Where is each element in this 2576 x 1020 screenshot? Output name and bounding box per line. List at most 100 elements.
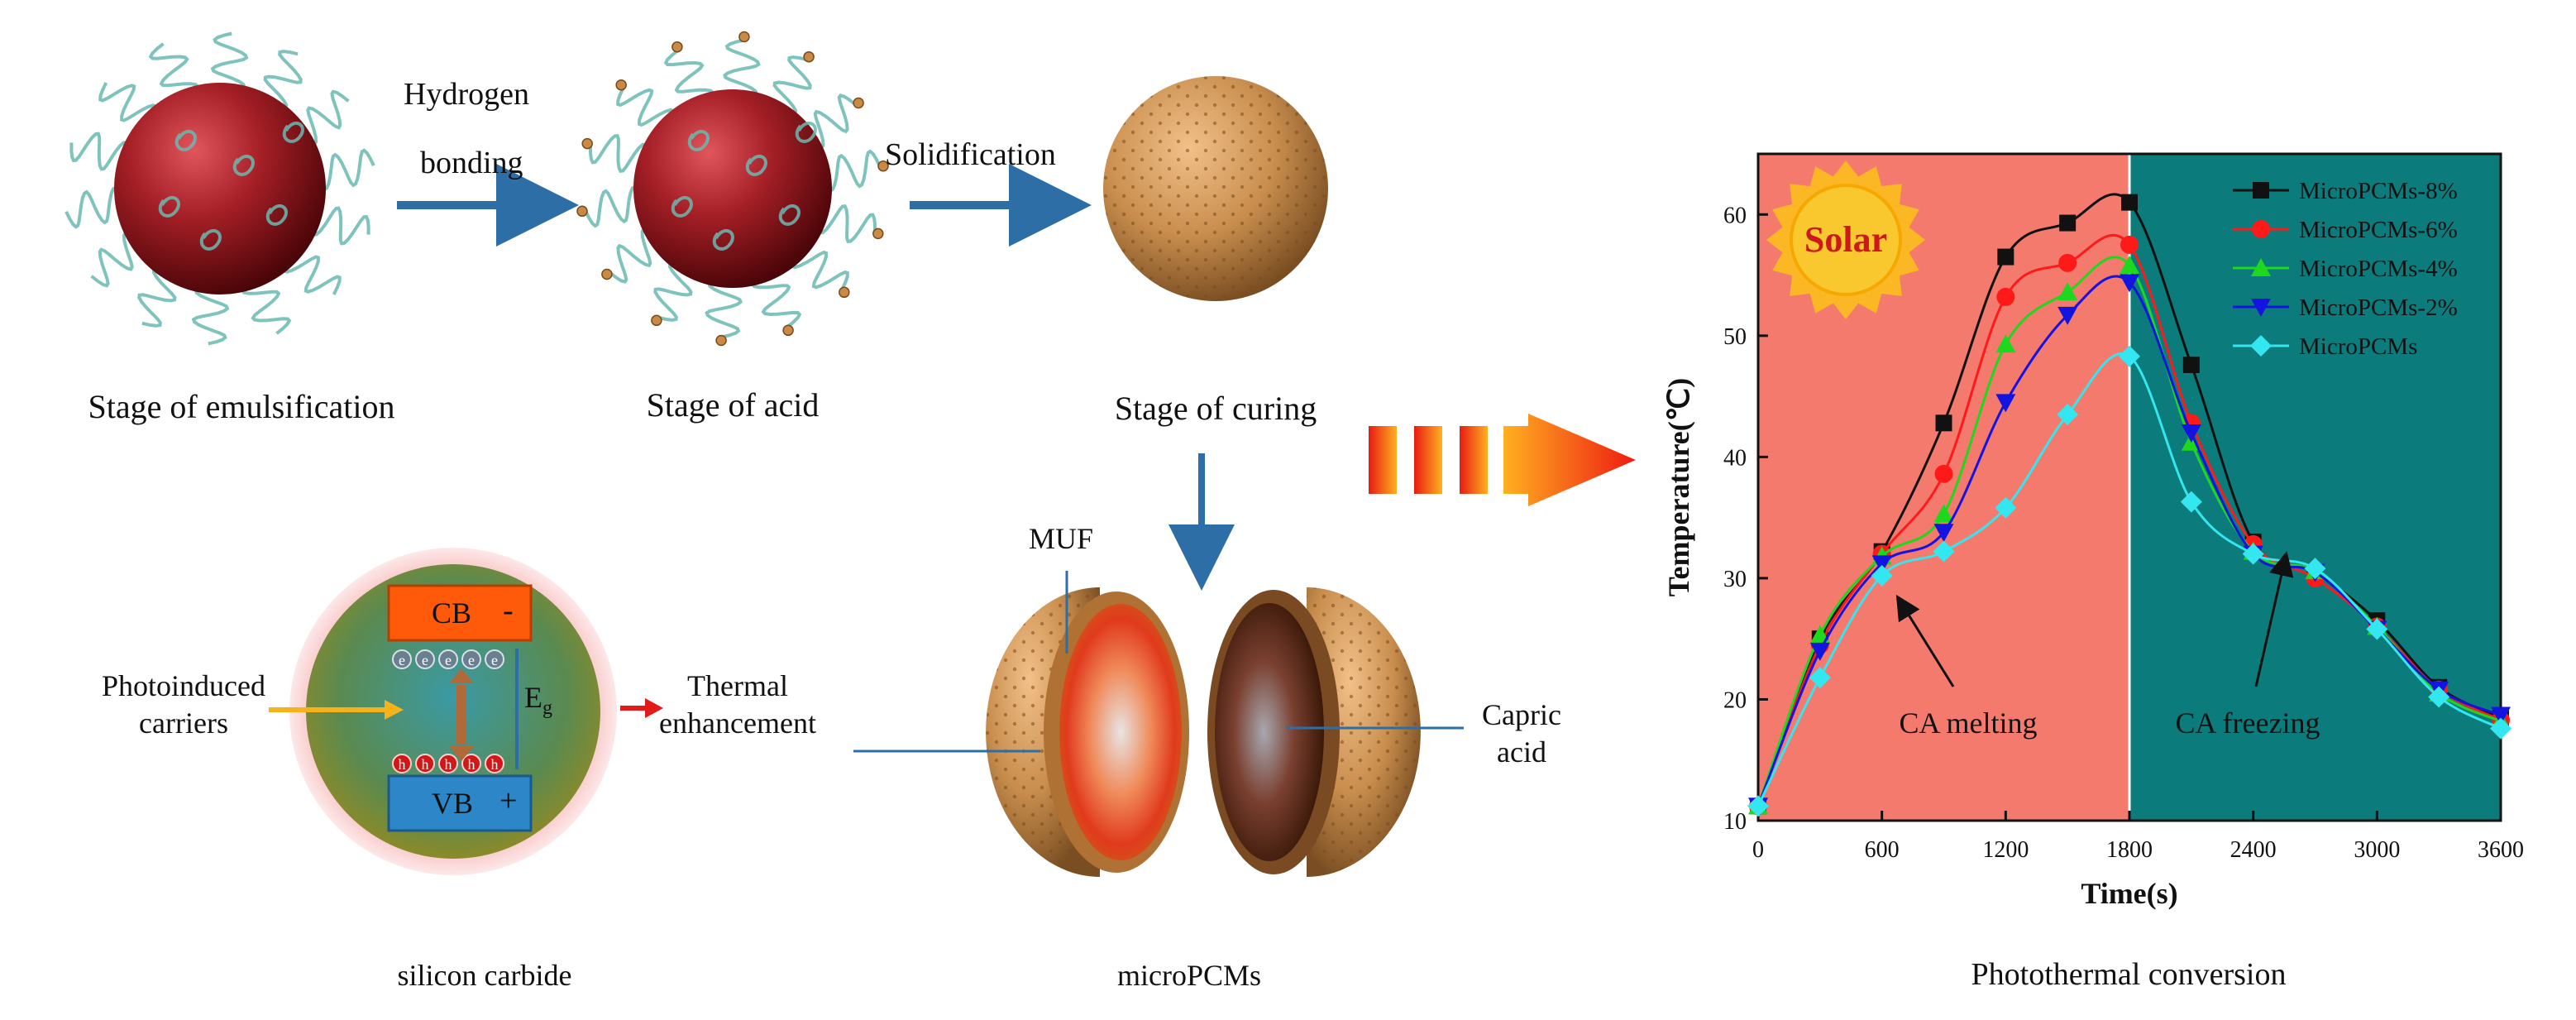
- solar-label: Solar: [1804, 219, 1887, 260]
- hole: [438, 754, 458, 773]
- surface-loop: [232, 154, 255, 176]
- data-point: [1871, 555, 1892, 574]
- surfactant-tail: [65, 185, 126, 229]
- data-point: [1995, 496, 2017, 519]
- hole-label: h: [422, 756, 429, 773]
- acid-bead: [581, 137, 593, 150]
- surfactant-tail: [69, 132, 129, 171]
- surfactant-tail: [299, 89, 350, 146]
- thermal-label-line2: enhancement: [659, 706, 816, 740]
- legend-marker: [2251, 258, 2271, 276]
- data-point: [1935, 414, 1952, 432]
- legend-entry: MicroPCMs-4%: [2299, 256, 2458, 282]
- emulsion-droplet-sphere: [114, 83, 326, 295]
- vb-sign: +: [499, 783, 518, 818]
- surfactant-tail: [820, 149, 882, 193]
- data-point: [2491, 706, 2511, 725]
- data-point: [2059, 214, 2077, 232]
- melting-pointer: [1895, 594, 1955, 687]
- surface-loop: [671, 195, 693, 218]
- legend-marker: [2253, 182, 2269, 199]
- cb-sign: -: [503, 593, 514, 628]
- data-point: [2121, 194, 2138, 211]
- solar-badge: Solar: [1766, 160, 1925, 319]
- freezing-pointer: [2254, 551, 2294, 687]
- data-point: [1747, 795, 1769, 817]
- acid-bead: [872, 227, 884, 240]
- surfactant-tail: [210, 31, 249, 93]
- acid-bead: [671, 41, 683, 53]
- surfactant-tail: [608, 227, 659, 284]
- surfactant-tail: [589, 133, 648, 173]
- electron: [415, 649, 435, 669]
- surfactant-tail: [191, 284, 230, 346]
- vb-label: VB: [432, 787, 474, 820]
- electron-label: e: [399, 652, 405, 668]
- electron-label: e: [422, 652, 428, 668]
- freezing-label: CA freezing: [2176, 706, 2320, 740]
- data-point: [1933, 524, 1954, 543]
- data-point: [2490, 717, 2511, 740]
- capric-label-line1: Capric: [1482, 698, 1561, 731]
- surface-loop: [687, 129, 710, 151]
- x-tick-label: 1800: [2106, 837, 2153, 863]
- surfactant-tail: [90, 231, 141, 288]
- data-point: [2057, 404, 2079, 426]
- data-point: [1933, 504, 1954, 523]
- y-tick-label: 50: [1723, 324, 1747, 350]
- y-tick-label: 10: [1723, 809, 1747, 835]
- data-point: [1995, 334, 2016, 353]
- data-point: [2180, 491, 2202, 513]
- data-point: [1933, 540, 1955, 563]
- y-tick-label: 60: [1723, 203, 1747, 228]
- x-axis-label: Time(s): [2081, 877, 2177, 910]
- y-axis-label: Temperature(℃): [1662, 378, 1695, 596]
- electron-label: e: [468, 652, 475, 668]
- carriers-label-line2: carriers: [139, 706, 228, 740]
- capric-label-line2: acid: [1497, 735, 1546, 769]
- legend: MicroPCMs-8%MicroPCMs-6%MicroPCMs-4%Micr…: [2233, 178, 2458, 360]
- data-point: [2119, 345, 2140, 367]
- hole-label: h: [399, 756, 406, 773]
- surface-loop: [282, 121, 304, 143]
- data-point: [2304, 558, 2326, 580]
- valence-band-box: [387, 774, 533, 832]
- electron-label: e: [491, 652, 498, 668]
- surfactant-tail: [817, 204, 877, 244]
- surfactant-tail: [240, 278, 292, 335]
- surface-loop: [199, 228, 222, 251]
- legend-entry: MicroPCMs: [2299, 333, 2417, 360]
- electron: [438, 649, 458, 669]
- micropcm-right-half: [1207, 587, 1421, 877]
- electron-label: e: [445, 652, 452, 668]
- surfactant-tail: [263, 50, 303, 110]
- hydrogen-label-line1: Hydrogen: [404, 77, 529, 112]
- data-point: [2182, 356, 2200, 373]
- legend-entry: MicroPCMs-2%: [2299, 295, 2458, 321]
- surface-loop: [265, 204, 288, 226]
- surface-loop: [712, 228, 734, 251]
- micropcm-left-half: [986, 587, 1189, 877]
- surfactant-tails-group: [65, 31, 375, 346]
- acid-bead: [839, 286, 850, 299]
- sun-disc: [1790, 184, 1902, 296]
- hole: [415, 754, 435, 773]
- acid-bead: [651, 314, 662, 327]
- data-point: [1997, 248, 2014, 266]
- acid-bead: [803, 50, 815, 63]
- y-tick-label: 20: [1723, 687, 1747, 713]
- surfactant-tail: [750, 271, 802, 329]
- data-point: [2242, 543, 2264, 565]
- surfactant-tail: [282, 254, 342, 295]
- hole-label: h: [468, 756, 476, 773]
- legend-entry: MicroPCMs-6%: [2299, 217, 2458, 243]
- cb-label: CB: [432, 596, 472, 630]
- stage-acid-label: Stage of acid: [646, 386, 820, 424]
- surfactant-tail: [723, 38, 761, 100]
- legend-marker: [2251, 299, 2271, 317]
- y-tick-label: 30: [1723, 567, 1747, 592]
- surfactant-tail: [137, 267, 177, 328]
- x-tick-label: 2400: [2230, 837, 2277, 863]
- electron: [461, 649, 481, 669]
